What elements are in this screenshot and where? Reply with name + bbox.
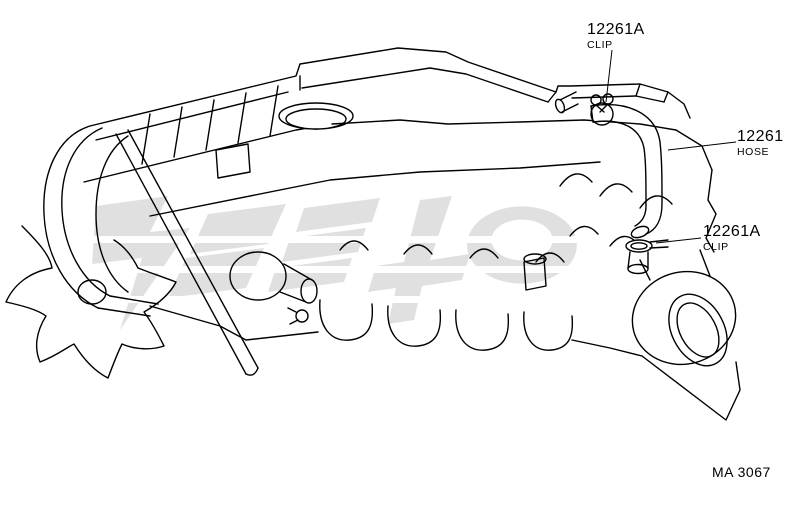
part-number: 12261A (703, 223, 761, 240)
stub-pipe (627, 251, 649, 275)
part-number: 12261 (737, 128, 784, 145)
fan (5, 225, 177, 379)
part-name: CLIP (703, 240, 729, 253)
callout-hose: 12261 HOSE (737, 128, 784, 158)
callout-clip-bottom: 12261A CLIP (703, 223, 761, 253)
drawing-code: MA 3067 (712, 464, 771, 480)
part-name: CLIP (587, 38, 613, 51)
belt (115, 129, 259, 376)
intake-manifold (149, 240, 643, 357)
clip-top (590, 93, 614, 126)
hose-nipple (554, 91, 579, 114)
hose (590, 104, 663, 239)
callout-clip-top: 12261A CLIP (587, 21, 645, 51)
clip-bottom (625, 239, 669, 253)
cylinder-head (149, 119, 717, 253)
oil-filler-cap (278, 102, 354, 130)
front-accessory (229, 251, 318, 325)
timing-cover (43, 125, 159, 317)
leader-lines (605, 49, 737, 244)
part-name: HOSE (737, 145, 770, 158)
part-number: 12261A (587, 21, 645, 38)
exhaust-bosses (523, 173, 673, 291)
engine-block (5, 47, 741, 421)
ventilation-hose-assembly (554, 91, 669, 275)
watermark (80, 196, 620, 330)
outlet-flange (631, 249, 741, 421)
